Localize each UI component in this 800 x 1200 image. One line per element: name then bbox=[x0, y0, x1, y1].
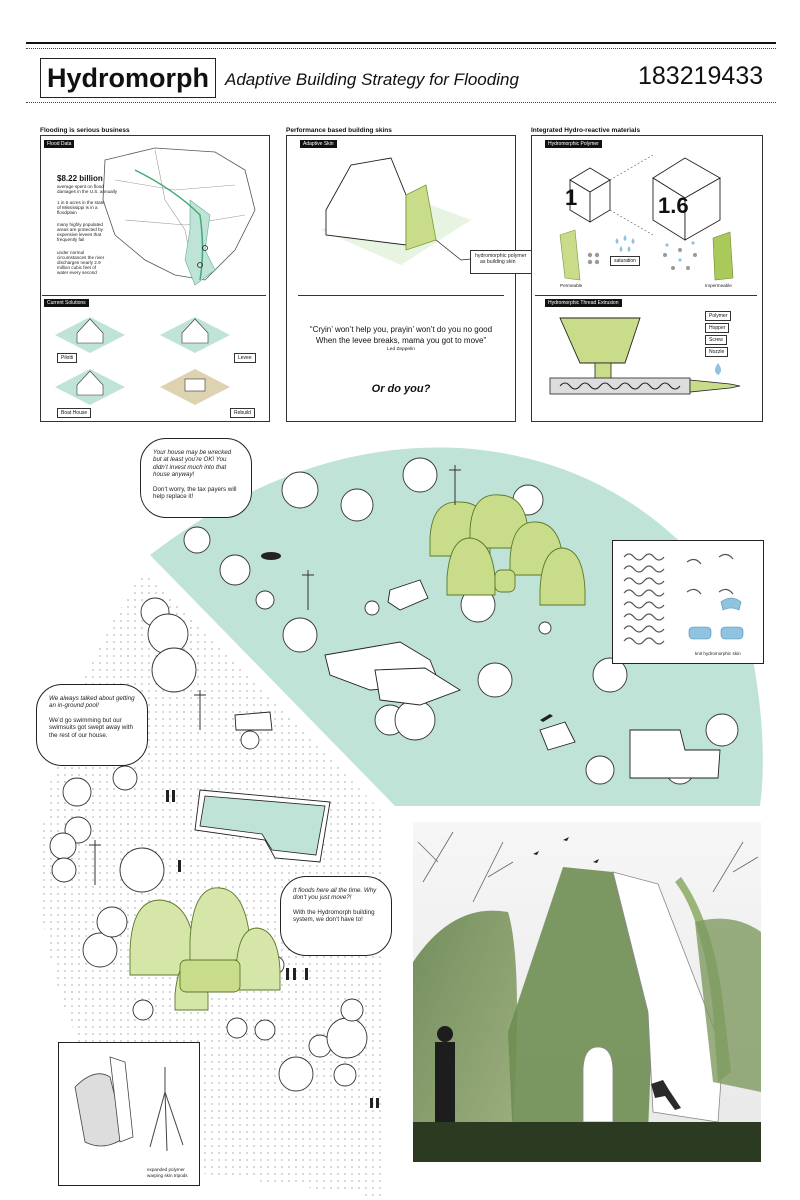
fact-river-4: million cubic feet of bbox=[57, 265, 97, 270]
callout-line-1: hydromorphic polymer bbox=[475, 253, 527, 259]
panel-materials-title: Integrated Hydro-reactive materials bbox=[531, 127, 641, 134]
project-id-number: 183219433 bbox=[638, 62, 764, 90]
bubble-2-plain: We’d go swimming but our swimsuits got s… bbox=[49, 716, 133, 739]
polymer-swelling-diagram bbox=[559, 154, 734, 281]
fact-river-5: water every second bbox=[57, 270, 97, 275]
knit-skin-inset: knit hydromorphic skin bbox=[612, 540, 764, 664]
hydromorphic-polymer-tag: Hydromorphic Polymer bbox=[545, 140, 602, 148]
cube-small-label: 1 bbox=[565, 185, 578, 210]
part-screw: Screw bbox=[705, 335, 727, 345]
fact-river-1: under normal bbox=[57, 250, 85, 255]
panel-divider-3 bbox=[535, 295, 757, 296]
impermeable-label: Impermeable bbox=[705, 283, 732, 288]
extrusion-diagram bbox=[549, 317, 741, 395]
adaptive-skin-tag: Adaptive Skin bbox=[300, 140, 337, 148]
speech-bubble-3: It floods here all the time. Why don’t y… bbox=[280, 876, 392, 956]
fact-mississippi-2: of Mississippi is in a bbox=[57, 205, 98, 210]
tripod-label-1: expanded polymer bbox=[147, 1167, 185, 1172]
bubble-1-plain: Don’t worry, the tax payers will help re… bbox=[153, 485, 237, 501]
panel-divider-2 bbox=[298, 295, 504, 296]
saturation-label: saturation bbox=[610, 256, 640, 266]
speech-bubble-1: Your house may be wrecked but at least y… bbox=[140, 438, 252, 518]
panel-flooding-title: Flooding is serious business bbox=[40, 127, 130, 134]
fact-mississippi-1: 1 in 6 acres in the state bbox=[57, 200, 105, 205]
tripod-diagram bbox=[74, 1056, 184, 1152]
bubble-2-italic: We always talked about getting an in-gro… bbox=[49, 695, 135, 710]
part-polymer: Polymer bbox=[705, 311, 732, 321]
fact-mississippi-3: floodplain bbox=[57, 210, 77, 215]
header-bottom-rule bbox=[26, 102, 776, 103]
quote-line-1: “Cryin’ won’t help you, prayin’ won’t do… bbox=[309, 325, 493, 334]
header-dotted-rule bbox=[26, 48, 776, 49]
us-river-map bbox=[102, 147, 256, 286]
flood-damage-caption-2: damages in the U.S. annually bbox=[57, 189, 118, 194]
flood-damage-caption-1: average spent on flood bbox=[57, 184, 104, 189]
project-subtitle: Adaptive Building Strategy for Flooding bbox=[225, 70, 519, 89]
cube-large-label: 1.6 bbox=[658, 193, 689, 218]
adaptive-skin-diagram bbox=[321, 157, 511, 265]
project-title: Hydromorph bbox=[40, 58, 216, 98]
fact-levees-4: frequently fail bbox=[57, 237, 85, 242]
knit-skin-label: knit hydromorphic skin bbox=[695, 651, 741, 656]
solution-label-rebuild: Rebuild bbox=[230, 408, 255, 418]
fact-river-2: circumstances the river bbox=[57, 255, 105, 260]
bubble-3-plain: With the Hydromorph building system, we … bbox=[293, 908, 375, 924]
thread-extrusion-tag: Hydromorphic Thread Extrusion bbox=[545, 299, 622, 307]
flood-data-tag: Flood Data bbox=[44, 140, 75, 148]
panel-performance-title: Performance based building skins bbox=[286, 127, 392, 134]
solution-label-levee: Levee bbox=[234, 353, 256, 363]
panel-divider bbox=[42, 295, 266, 296]
building-rendering bbox=[413, 822, 761, 1162]
knit-pattern-diagram bbox=[623, 553, 744, 645]
part-hopper: Hopper bbox=[705, 323, 730, 333]
flood-damage-stat: $8.22 billion bbox=[57, 174, 103, 183]
punchline: Or do you? bbox=[371, 383, 431, 395]
fact-levees-1: many highly populated bbox=[57, 222, 103, 227]
tripod-label-2: warping skin tripods bbox=[147, 1173, 188, 1178]
solution-label-pilotti: Pilotti bbox=[57, 353, 78, 363]
permeable-label: Permeable bbox=[560, 283, 583, 288]
bubble-3-italic: It floods here all the time. Why don’t y… bbox=[293, 887, 377, 902]
fact-levees-3: expensive levees that bbox=[57, 232, 102, 237]
header-top-rule bbox=[26, 42, 776, 44]
current-solutions-tag: Current Solutions bbox=[44, 299, 89, 307]
panel-flooding bbox=[40, 135, 270, 422]
current-solutions-diagrams bbox=[55, 317, 230, 405]
fact-levees-2: areas are protected by bbox=[57, 227, 103, 232]
speech-bubble-2: We always talked about getting an in-gro… bbox=[36, 684, 148, 766]
fact-river-3: discharges nearly 2.9 bbox=[57, 260, 101, 265]
bubble-1-italic: Your house may be wrecked but at least y… bbox=[153, 449, 232, 479]
panel-performance bbox=[286, 135, 516, 422]
tripod-inset: expanded polymer warping skin tripods bbox=[58, 1042, 200, 1186]
quote-line-2: When the levee breaks, mama you got to m… bbox=[315, 336, 487, 345]
callout-line-2: as building skin bbox=[480, 259, 516, 265]
part-nozzle: Nozzle bbox=[705, 347, 729, 357]
solution-label-boat-house: Boat House bbox=[57, 408, 92, 418]
quote-author: Led Zeppelin bbox=[387, 347, 415, 352]
